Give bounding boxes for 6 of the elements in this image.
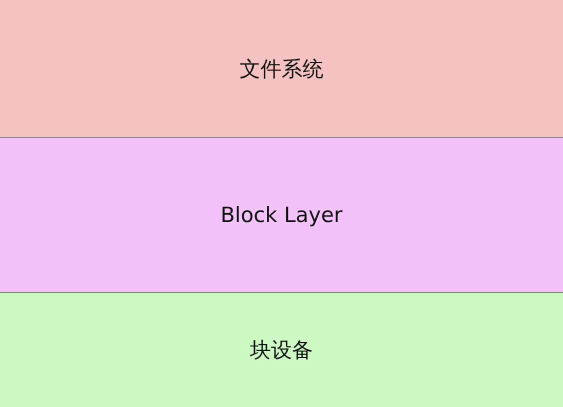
layer-label: Block Layer — [220, 203, 343, 227]
layer-band — [0, 0, 563, 138]
layer-band — [0, 138, 563, 293]
layer-label: 文件系统 — [240, 56, 324, 82]
layer-band — [0, 293, 563, 407]
layer-label: 块设备 — [250, 337, 313, 364]
